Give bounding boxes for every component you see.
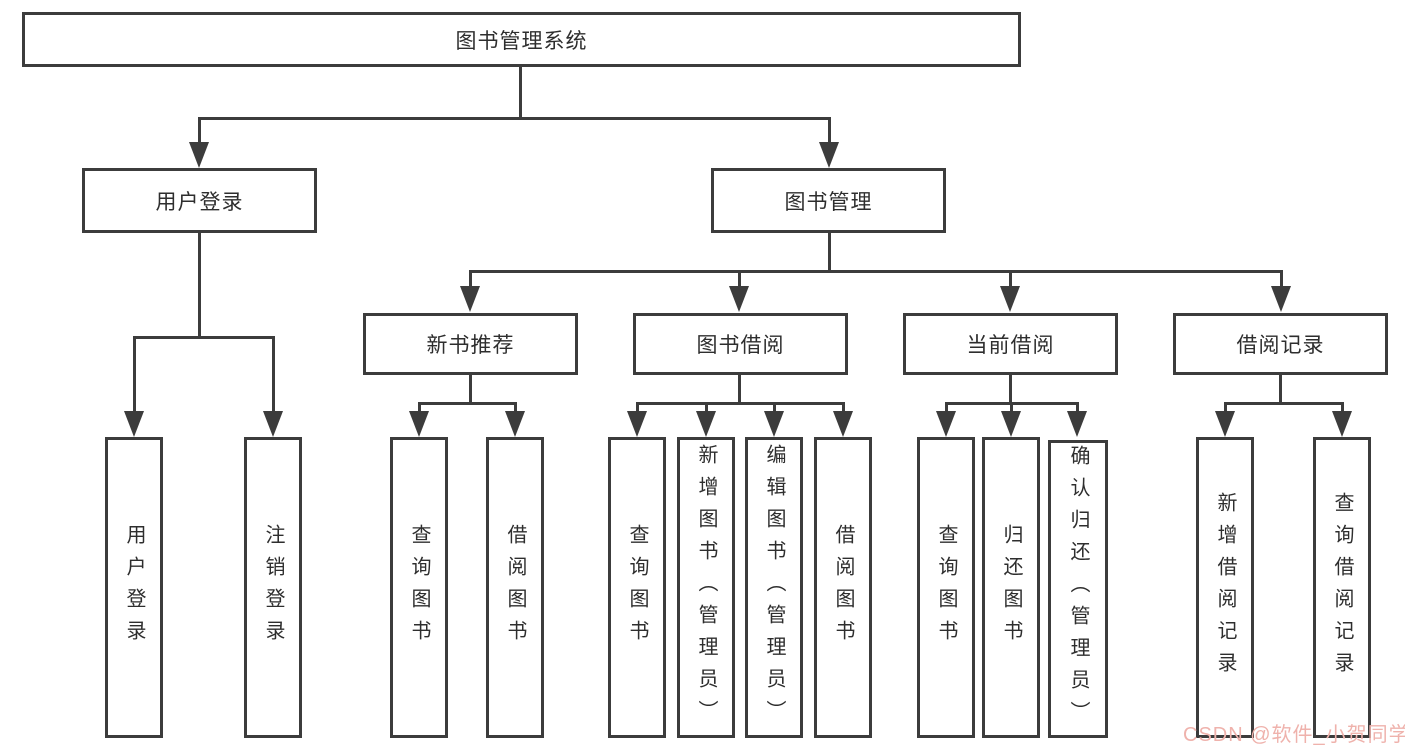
- arrowhead-br-leaf2: [1332, 411, 1352, 437]
- leaf-cb-query-books: 查询图书: [917, 437, 975, 738]
- node-current-borrow-label: 当前借阅: [966, 334, 1055, 357]
- arrowhead-cb-leaf1: [936, 411, 956, 437]
- arrowhead-book-borrow: [729, 286, 749, 312]
- connector-drop-book-borrow: [738, 270, 741, 288]
- arrowhead-bb-leaf3: [764, 411, 784, 437]
- node-book-management: 图书管理: [711, 168, 946, 233]
- connector-drop-br-leaf1: [1224, 402, 1227, 414]
- node-book-management-label: 图书管理: [784, 190, 873, 214]
- node-book-borrow: 图书借阅: [633, 313, 848, 375]
- connector-drop-cb-leaf3: [1076, 402, 1079, 414]
- node-user-login-label: 用户登录: [155, 190, 244, 214]
- connector-user-login-stub: [198, 233, 201, 338]
- csdn-watermark: CSDN @软件_小贺同学: [1183, 724, 1405, 746]
- arrowhead-nb-leaf2: [505, 411, 525, 437]
- leaf-bb-edit-books-admin-label: 编辑图书（管理员）: [763, 443, 785, 732]
- leaf-logout: 注销登录: [244, 437, 302, 738]
- leaf-nb-query-books-label: 查询图书: [408, 523, 430, 652]
- connector-current-borrow-stub: [1009, 375, 1012, 404]
- leaf-cb-query-books-label: 查询图书: [935, 523, 957, 652]
- connector-drop-login-leaf: [133, 336, 136, 414]
- arrowhead-current-borrow: [1000, 286, 1020, 312]
- leaf-cb-return-books-label: 归还图书: [1000, 523, 1022, 652]
- connector-drop-current-borrow: [1009, 270, 1012, 288]
- arrowhead-login-leaf: [124, 411, 144, 437]
- leaf-bb-borrow-books: 借阅图书: [814, 437, 872, 738]
- arrowhead-logout-leaf: [263, 411, 283, 437]
- arrowhead-bb-leaf2: [696, 411, 716, 437]
- arrowhead-borrow-records: [1271, 286, 1291, 312]
- leaf-bb-query-books-label: 查询图书: [626, 523, 648, 652]
- node-root-label: 图书管理系统: [455, 29, 588, 53]
- arrowhead-nb-leaf1: [409, 411, 429, 437]
- connector-book-management-stub: [828, 233, 831, 272]
- leaf-br-query-record-label: 查询借阅记录: [1331, 491, 1353, 684]
- arrowhead-bb-leaf4: [833, 411, 853, 437]
- connector-book-borrow-split: [636, 402, 845, 405]
- leaf-bb-query-books: 查询图书: [608, 437, 666, 738]
- connector-drop-nb-leaf1: [418, 402, 421, 414]
- node-root-library-system: 图书管理系统: [22, 12, 1021, 67]
- arrowhead-br-leaf1: [1215, 411, 1235, 437]
- connector-drop-cb-leaf1: [945, 402, 948, 414]
- leaf-cb-confirm-return-admin: 确认归还（管理员）: [1048, 440, 1108, 738]
- connector-borrow-records-stub: [1279, 375, 1282, 404]
- connector-drop-nb-leaf2: [514, 402, 517, 414]
- connector-root-trunk: [519, 67, 522, 117]
- connector-drop-bb-leaf1: [636, 402, 639, 414]
- connector-drop-book-management: [828, 117, 831, 146]
- node-borrow-records: 借阅记录: [1173, 313, 1388, 375]
- connector-new-book-stub: [469, 375, 472, 404]
- leaf-user-login: 用户登录: [105, 437, 163, 738]
- arrowhead-bb-leaf1: [627, 411, 647, 437]
- arrowhead-new-book: [460, 286, 480, 312]
- connector-drop-br-leaf2: [1341, 402, 1344, 414]
- node-new-book-recommend-label: 新书推荐: [426, 334, 515, 357]
- node-user-login: 用户登录: [82, 168, 317, 233]
- leaf-nb-query-books: 查询图书: [390, 437, 448, 738]
- connector-new-book-split: [418, 402, 516, 405]
- leaf-user-login-label: 用户登录: [123, 523, 145, 652]
- connector-drop-borrow-records: [1280, 270, 1283, 288]
- leaf-br-query-record: 查询借阅记录: [1313, 437, 1371, 738]
- connector-drop-bb-leaf2: [705, 402, 708, 414]
- leaf-nb-borrow-books: 借阅图书: [486, 437, 544, 738]
- connector-level1-split: [198, 117, 831, 120]
- connector-book-borrow-stub: [738, 375, 741, 404]
- connector-drop-user-login: [198, 117, 201, 146]
- node-borrow-records-label: 借阅记录: [1236, 334, 1325, 357]
- connector-drop-cb-leaf2: [1010, 402, 1013, 414]
- leaf-bb-add-books-admin: 新增图书（管理员）: [677, 437, 735, 738]
- leaf-bb-add-books-admin-label: 新增图书（管理员）: [695, 443, 717, 732]
- leaf-br-add-record: 新增借阅记录: [1196, 437, 1254, 738]
- leaf-br-add-record-label: 新增借阅记录: [1214, 491, 1236, 684]
- connector-drop-bb-leaf3: [773, 402, 776, 414]
- node-current-borrow: 当前借阅: [903, 313, 1118, 375]
- leaf-bb-edit-books-admin: 编辑图书（管理员）: [745, 437, 803, 738]
- connector-drop-new-book: [469, 270, 472, 288]
- connector-drop-bb-leaf4: [842, 402, 845, 414]
- node-new-book-recommend: 新书推荐: [363, 313, 578, 375]
- connector-borrow-records-split: [1224, 402, 1344, 405]
- arrowhead-cb-leaf2: [1001, 411, 1021, 437]
- connector-drop-logout-leaf: [272, 336, 275, 414]
- arrowhead-book-management: [819, 142, 839, 168]
- leaf-cb-confirm-return-admin-label: 确认归还（管理员）: [1067, 445, 1089, 733]
- node-book-borrow-label: 图书借阅: [696, 334, 785, 357]
- leaf-nb-borrow-books-label: 借阅图书: [504, 523, 526, 652]
- leaf-logout-label: 注销登录: [262, 523, 284, 652]
- connector-level2-split: [469, 270, 1282, 273]
- connector-user-login-split: [133, 336, 274, 339]
- leaf-bb-borrow-books-label: 借阅图书: [832, 523, 854, 652]
- arrowhead-cb-leaf3: [1067, 411, 1087, 437]
- leaf-cb-return-books: 归还图书: [982, 437, 1040, 738]
- arrowhead-user-login: [189, 142, 209, 168]
